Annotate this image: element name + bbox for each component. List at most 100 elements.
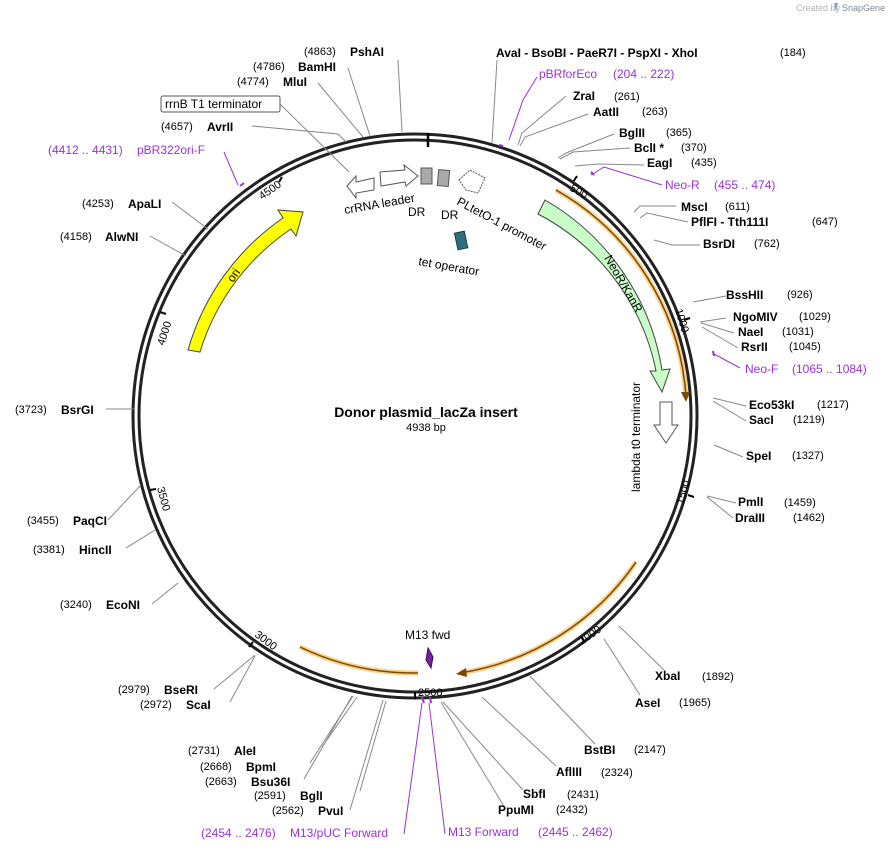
site-label-bcli[interactable]: BclI * (370) — [634, 141, 707, 155]
site-label-rsrii[interactable]: RsrII (1045) — [741, 340, 821, 354]
svg-text:SbfI: SbfI — [523, 787, 546, 801]
svg-text:AleI: AleI — [234, 744, 256, 758]
feature-dr-2[interactable]: DR — [436, 169, 459, 222]
site-label-bglii[interactable]: BglII (365) — [619, 126, 692, 140]
site-label-econi[interactable]: (3240) EcoNI — [60, 598, 140, 612]
svg-text:RsrII: RsrII — [741, 340, 768, 354]
svg-text:BseRI: BseRI — [164, 683, 198, 697]
site-label-avai-xhoi[interactable]: AvaI - BsoBI - PaeR7I - PspXI - XhoI (18… — [496, 46, 806, 60]
svg-text:(365): (365) — [666, 127, 692, 139]
feature-tet-operator[interactable]: tet operator — [417, 230, 480, 279]
svg-text:pBRforEco: pBRforEco — [539, 67, 597, 81]
svg-text:EagI: EagI — [647, 156, 672, 170]
bp-ticks — [149, 175, 695, 699]
feature-ori[interactable]: ori — [187, 209, 304, 353]
svg-text:(1459): (1459) — [784, 497, 816, 509]
svg-text:(4253): (4253) — [82, 198, 114, 210]
svg-text:AlwNI: AlwNI — [105, 230, 138, 244]
site-label-paqci[interactable]: (3455) PaqCI — [27, 514, 107, 528]
feature-pltet-promoter[interactable]: PLtetO-1 promoter — [455, 169, 549, 253]
site-label-bsrdi[interactable]: BsrDI (762) — [703, 237, 780, 251]
site-label-hincii[interactable]: (3381) HincII — [33, 543, 112, 557]
svg-text:PvuI: PvuI — [318, 804, 343, 818]
site-label-alwni[interactable]: (4158) AlwNI — [60, 230, 138, 244]
site-label-ppumi[interactable]: PpuMI (2432) — [498, 803, 588, 817]
svg-text:(647): (647) — [812, 216, 838, 228]
feature-dr-1[interactable]: DR — [408, 167, 433, 219]
primer-label-m13-puc-forward[interactable]: (2454 .. 2476) M13/pUC Forward — [201, 826, 388, 840]
svg-text:(3723): (3723) — [15, 404, 47, 416]
svg-text:(4786): (4786) — [253, 61, 285, 73]
primer-label-m13-forward[interactable]: M13 Forward (2445 .. 2462) — [448, 825, 613, 839]
site-label-eagi[interactable]: EagI (435) — [647, 156, 717, 170]
site-label-xbai[interactable]: XbaI (1892) — [655, 669, 734, 683]
svg-text:AvrII: AvrII — [207, 120, 233, 134]
site-label-apali[interactable]: (4253) ApaLI — [82, 197, 161, 211]
svg-text:(611): (611) — [725, 201, 750, 213]
svg-text:(3240): (3240) — [60, 599, 92, 611]
svg-text:(1217): (1217) — [817, 399, 849, 411]
feature-m13-fwd[interactable]: M13 fwd — [405, 628, 450, 670]
site-label-bgli[interactable]: (2591) BglI — [254, 789, 323, 803]
primer-label-pbr322ori-f[interactable]: (4412 .. 4431) pBR322ori-F — [48, 143, 205, 157]
svg-text:BpmI: BpmI — [246, 760, 276, 774]
svg-text:(1219): (1219) — [793, 414, 825, 426]
site-label-afliii[interactable]: AflIII (2324) — [556, 765, 633, 779]
site-label-pflfi-tth111i[interactable]: PflFI - Tth111I (647) — [691, 215, 838, 229]
site-label-bpmi[interactable]: (2668) BpmI — [200, 760, 276, 774]
site-label-draiii[interactable]: DraIII (1462) — [735, 511, 825, 525]
site-label-scai[interactable]: (2972) ScaI — [140, 698, 211, 712]
site-label-sbfi[interactable]: SbfI (2431) — [523, 787, 599, 801]
svg-text:MscI: MscI — [681, 200, 708, 214]
feature-rrnb-terminator-arrow[interactable] — [346, 174, 375, 200]
feature-lambda-terminator[interactable]: lambda t0 terminator — [629, 382, 679, 492]
site-label-avrii[interactable]: (4657) AvrII — [161, 120, 233, 134]
site-label-bsshii[interactable]: BssHII (926) — [726, 288, 813, 302]
svg-text:HincII: HincII — [79, 543, 112, 557]
site-label-pshai[interactable]: (4863) PshAI — [304, 45, 384, 59]
site-label-bstbi[interactable]: BstBI (2147) — [584, 743, 666, 757]
site-label-bsrgi[interactable]: (3723) BsrGI — [15, 403, 94, 417]
site-label-naei[interactable]: NaeI (1031) — [738, 325, 814, 339]
primer-label-neo-f[interactable]: Neo-F (1065 .. 1084) — [745, 362, 867, 376]
site-label-eco53ki[interactable]: Eco53kI (1217) — [749, 398, 849, 412]
site-label-bsu36i[interactable]: (2663) Bsu36I — [205, 775, 290, 789]
svg-text:SacI: SacI — [749, 413, 774, 427]
primer-leaders — [223, 76, 741, 835]
site-label-saci[interactable]: SacI (1219) — [749, 413, 825, 427]
svg-text:(2663): (2663) — [205, 776, 237, 788]
site-label-spei[interactable]: SpeI (1327) — [746, 449, 824, 463]
site-label-ngomiv[interactable]: NgoMIV (1029) — [733, 310, 831, 324]
feature-neor-kanr[interactable]: NeoR/KanR — [537, 199, 671, 394]
svg-text:(2431): (2431) — [567, 789, 599, 801]
site-label-mlui[interactable]: (4774) MluI — [237, 75, 307, 89]
svg-text:AflIII: AflIII — [556, 765, 582, 779]
feature-label-pltet-promoter: PLtetO-1 promoter — [455, 194, 549, 253]
primer-label-neo-r[interactable]: Neo-R (455 .. 474) — [665, 178, 775, 192]
svg-text:(762): (762) — [754, 238, 780, 250]
svg-text:PaqCI: PaqCI — [73, 514, 107, 528]
primer-label-pbrforeco[interactable]: pBRforEco (204 .. 222) — [539, 67, 674, 81]
svg-text:MluI: MluI — [283, 75, 307, 89]
site-label-pvui[interactable]: (2562) PvuI — [272, 804, 343, 818]
svg-text:(4863): (4863) — [304, 46, 336, 58]
feature-label-tet-operator: tet operator — [417, 254, 480, 278]
svg-text:(1462): (1462) — [793, 512, 825, 524]
svg-text:(204 .. 222): (204 .. 222) — [613, 67, 674, 81]
site-label-pmli[interactable]: PmlI (1459) — [738, 495, 816, 509]
site-label-asei[interactable]: AseI (1965) — [635, 696, 711, 710]
site-label-bamhi[interactable]: (4786) BamHI — [253, 60, 336, 74]
site-label-msci[interactable]: MscI (611) — [681, 200, 750, 214]
m13-rev-highlight — [298, 644, 419, 676]
svg-text:PflFI - Tth111I: PflFI - Tth111I — [691, 215, 768, 229]
tick-label-2500: 2500 — [418, 687, 442, 699]
svg-text:(4774): (4774) — [237, 76, 269, 88]
svg-text:BssHII: BssHII — [726, 288, 763, 302]
neo-sequencing-arrowhead — [681, 392, 690, 402]
primer-marks — [239, 144, 715, 704]
site-label-bseri[interactable]: (2979) BseRI — [118, 683, 198, 697]
site-label-alei[interactable]: (2731) AleI — [188, 744, 256, 758]
site-label-aatii[interactable]: AatII (263) — [593, 105, 668, 119]
site-label-zrai[interactable]: ZraI (261) — [573, 89, 640, 103]
tick-label-1500: 1500 — [674, 479, 693, 506]
